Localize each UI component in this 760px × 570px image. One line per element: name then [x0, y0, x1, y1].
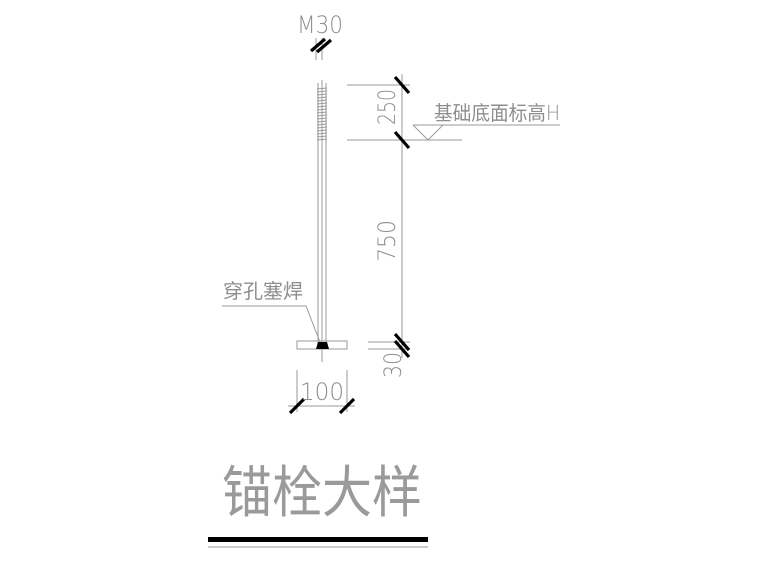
thread-line: [316, 135, 328, 138]
thread-line: [316, 90, 328, 93]
thread-line: [316, 93, 328, 96]
thread-line: [316, 129, 328, 132]
thread-line: [316, 132, 328, 135]
plug-weld: [316, 342, 329, 349]
thread-line: [316, 111, 328, 114]
dim-plate-thickness: 30: [379, 352, 407, 378]
thread-line: [316, 102, 328, 105]
horizontal-dimension: [288, 370, 356, 415]
bolt-spec-label: M30: [297, 11, 343, 39]
bolt-spec-marker: [309, 37, 333, 60]
dim-top-embed: 250: [373, 89, 401, 125]
thread-line: [316, 99, 328, 102]
thread-line: [316, 123, 328, 126]
weld-note-label: 穿孔塞焊: [223, 279, 303, 303]
thread-line: [316, 105, 328, 108]
elevation-note-label: 基础底面标高H: [434, 101, 560, 125]
thread-line: [316, 114, 328, 117]
anchor-bolt-shaft: [317, 80, 327, 343]
thread-line: [316, 126, 328, 129]
weld-leader-line: [222, 305, 321, 343]
elevation-marker: [410, 124, 560, 141]
thread-line: [316, 87, 328, 90]
title-underline-thick: [208, 537, 428, 542]
dim-plate-width: 100: [300, 378, 344, 406]
thread-line: [316, 120, 328, 123]
thread-line: [316, 138, 328, 141]
thread-line: [316, 117, 328, 120]
drawing-title: 锚栓大样: [222, 461, 422, 526]
thread-line: [316, 96, 328, 99]
vertical-dimension-chain: [347, 74, 411, 359]
bolt-thread: [316, 87, 328, 141]
thread-line: [316, 108, 328, 111]
dim-main-embed: 750: [373, 220, 401, 262]
